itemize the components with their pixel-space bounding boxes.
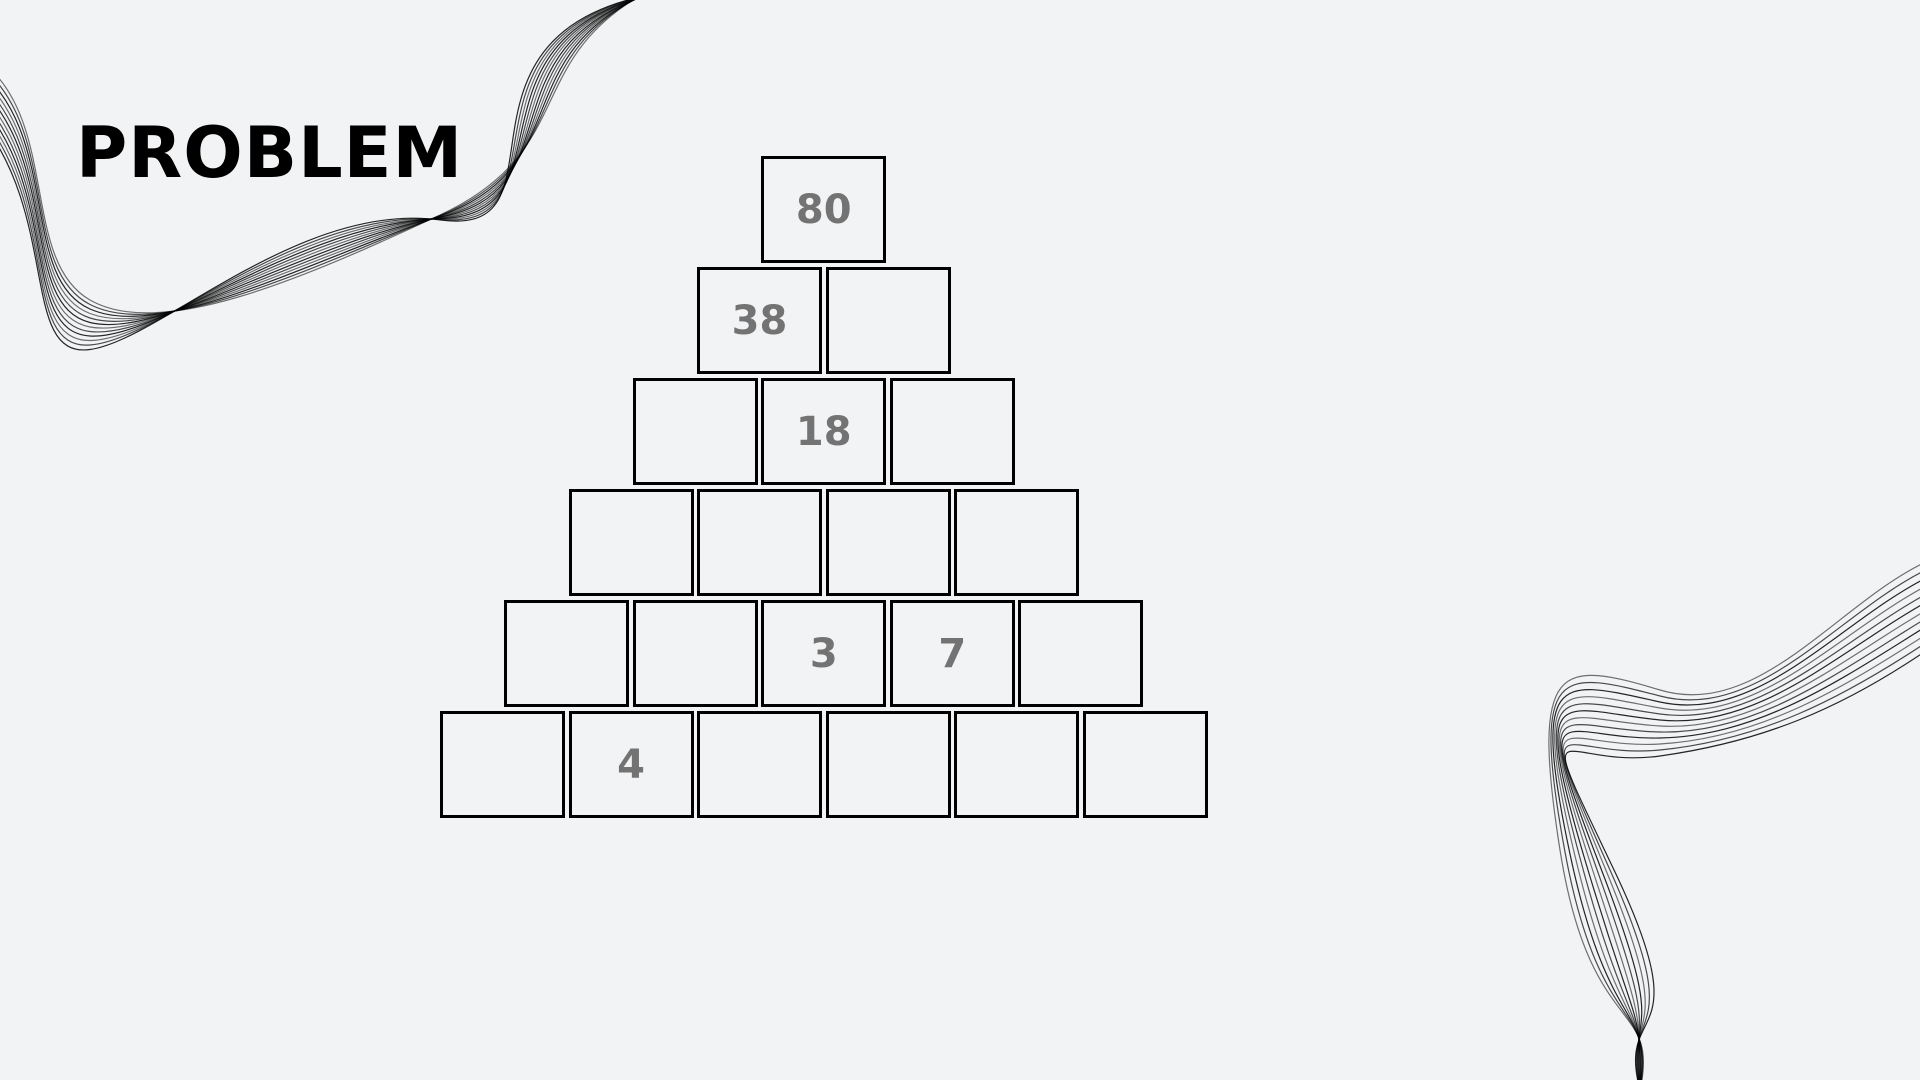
wave-line [0, 0, 636, 323]
wave-line [1564, 654, 1920, 1080]
wave-line [1555, 596, 1920, 1080]
wave-line [1559, 621, 1920, 1080]
wave-line [0, 0, 631, 351]
pyramid-cell [954, 711, 1079, 818]
pyramid-cell [889, 378, 1015, 485]
wave-line [0, 0, 636, 317]
wave-line [1561, 629, 1920, 1080]
pyramid-cell: 38 [697, 267, 822, 374]
pyramid-cell: 3 [761, 600, 887, 707]
wave-line [1558, 613, 1920, 1080]
pyramid-cell [825, 711, 951, 818]
pyramid-cell [632, 600, 758, 707]
wave-line [1562, 637, 1920, 1080]
wave-line [0, 0, 636, 333]
wave-line [0, 0, 635, 314]
pyramid-cell [954, 489, 1079, 596]
page-title: PROBLEM [76, 112, 464, 194]
pyramid-cell [825, 267, 951, 374]
wave-line [0, 0, 636, 329]
wave-line [1557, 605, 1920, 1080]
pyramid-cell [1018, 600, 1144, 707]
pyramid-cell [568, 489, 694, 596]
pyramid-cell [440, 711, 565, 818]
wave-line [1548, 564, 1920, 1080]
wave-line [1550, 572, 1920, 1080]
wave-lines-bottom-right [1548, 564, 1920, 1080]
pyramid-cell: 18 [761, 378, 887, 485]
wave-lines-top-left [0, 0, 636, 351]
pyramid-cell: 7 [889, 600, 1015, 707]
wave-line [0, 0, 635, 337]
pyramid-cell [1082, 711, 1208, 818]
wave-line [0, 0, 636, 326]
wave-line [0, 0, 634, 342]
wave-line [1563, 645, 1920, 1080]
pyramid-cell [697, 489, 822, 596]
pyramid-cell [632, 378, 758, 485]
pyramid-cell [504, 600, 630, 707]
wave-line [0, 0, 632, 346]
wave-line [1554, 588, 1920, 1080]
wave-line [0, 0, 635, 315]
pyramid-cell [697, 711, 822, 818]
wave-line [0, 0, 636, 320]
pyramid-cell: 80 [761, 156, 887, 263]
pyramid-cell [825, 489, 951, 596]
wave-line [1552, 580, 1920, 1080]
pyramid-cell: 4 [568, 711, 694, 818]
